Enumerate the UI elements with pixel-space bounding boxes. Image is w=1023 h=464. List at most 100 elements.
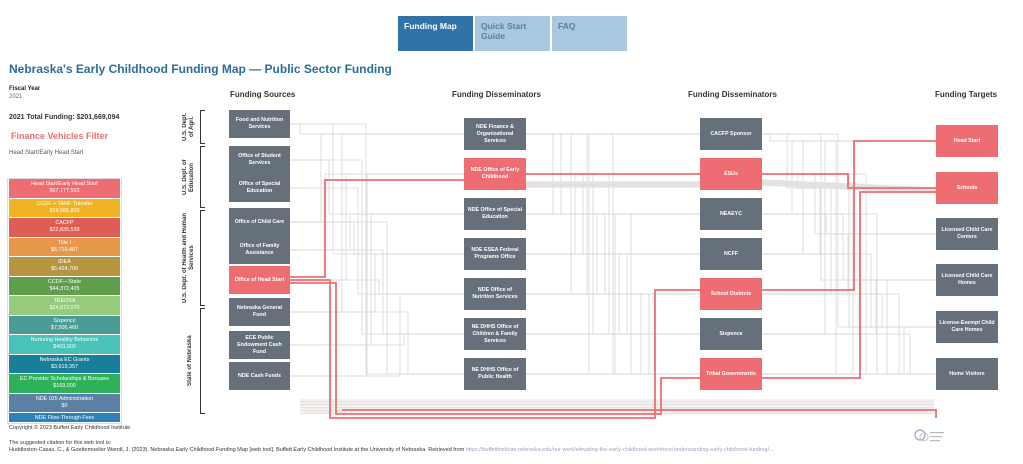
legend-item-label: Nebraska EC Grants [39, 356, 90, 363]
source-node[interactable]: Office of Student Services [229, 146, 290, 174]
tab-funding-map[interactable]: Funding Map [398, 16, 473, 51]
flow-line [290, 249, 464, 335]
disseminator-node[interactable]: School Districts [700, 278, 762, 310]
flow-line [762, 326, 936, 375]
flow-line [290, 159, 464, 215]
legend-item[interactable]: Nurturing Healthy Behaviors$400,000 [9, 335, 120, 354]
group-label-agri: U.S. Dept. of Agri. [182, 112, 195, 142]
legend-item[interactable]: CACFP$22,835,539 [9, 218, 120, 237]
disseminator-node[interactable]: NDE Office of Early Childhood [464, 158, 526, 190]
legend-item[interactable]: NDE Flow-Through Fees [9, 413, 120, 422]
filter-title: Finance Vehicles Filter [11, 131, 109, 141]
legend-item-label: TEEOSA [53, 298, 76, 304]
legend-item[interactable]: CCDF + TANF Transfer$19,566,820 [9, 198, 120, 217]
flow-line [290, 213, 464, 251]
disseminator-node[interactable]: NEAEYC [700, 198, 762, 230]
target-node[interactable]: Home Visitors [936, 358, 998, 390]
source-node[interactable]: Food and Nutrition Services [229, 110, 290, 138]
legend-item-amount: $400,000 [53, 344, 76, 350]
disseminator-node[interactable]: Sixpence [700, 318, 762, 350]
legend-item[interactable]: Title I$5,719,487 [9, 237, 120, 256]
legend-item-amount: $67,177,503 [49, 188, 80, 194]
flow-line [290, 123, 464, 255]
disseminator-node[interactable]: Tribal Governments [700, 358, 762, 390]
group-bracket-agri [200, 110, 205, 144]
legend-item-label: CACFP [55, 220, 74, 226]
target-node[interactable]: Schools [936, 172, 998, 204]
group-bracket-hhs [200, 210, 205, 306]
target-node[interactable]: Licensed Child Care Homes [936, 264, 998, 296]
tab-quick-start-guide[interactable]: Quick Start Guide [475, 16, 550, 51]
flow-line [762, 173, 936, 328]
legend-item-amount: $7,506,460 [51, 324, 78, 331]
disseminator-node[interactable]: NDE Office of Nutrition Services [464, 278, 526, 310]
disseminator-node[interactable]: NE DHHS Office of Children & Family Serv… [464, 318, 526, 350]
group-label-education: U.S. Dept. of Education [182, 159, 195, 195]
flow-line [290, 221, 464, 255]
disseminator-node[interactable]: NDE Office of Special Education [464, 198, 526, 230]
target-node[interactable]: Licensed Child Care Centers [936, 218, 998, 250]
legend-item-label: EC Provider Scholarships & Bonuses [20, 376, 109, 382]
legend-item[interactable]: EC Provider Scholarships & Bonuses$169,0… [9, 374, 120, 393]
group-label-state: State of Nebraska [187, 335, 193, 387]
legend-item-amount: $3,619,357 [51, 363, 78, 370]
flow-line [290, 311, 464, 375]
legend-item[interactable]: Nebraska EC Grants$3,619,357 [9, 354, 120, 373]
group-bracket-education [200, 146, 205, 208]
source-node[interactable]: ECE Public Endowment Cash Fund [229, 331, 290, 359]
legend-item-label: NDE Flow-Through Fees [34, 415, 95, 421]
legend-item-label: CCDF—State [48, 278, 81, 285]
flow-line [290, 133, 464, 313]
tab-faq[interactable]: FAQ [552, 16, 627, 51]
citation-link[interactable]: https://buffettinstitute.nebraska.edu/ou… [465, 447, 774, 453]
column-header-sources: Funding Sources [230, 90, 296, 99]
disseminator-node[interactable]: ESUs [700, 158, 762, 190]
filter-selected[interactable]: Head Start/Early Head Start [9, 150, 84, 156]
legend-item-label: Head Start/Early Head Start [31, 181, 98, 187]
legend-item[interactable]: Head Start/Early Head Start$67,177,503 [9, 179, 120, 198]
institute-logo-icon [914, 429, 944, 442]
fiscal-year-value[interactable]: 2021 [9, 94, 23, 100]
group-label-hhs: U.S. Dept. of Health and Human Services [182, 213, 195, 304]
legend-item-amount: $5,424,700 [51, 266, 78, 272]
flow-line [762, 333, 936, 375]
flow-band [761, 182, 937, 192]
target-node[interactable]: Head Start [936, 125, 998, 157]
legend-item-amount: $22,835,539 [49, 227, 80, 233]
highlight-flow [342, 409, 937, 418]
disseminator-node[interactable]: NDE Finance & Organizational Services [464, 118, 526, 150]
legend-item[interactable]: CCDF—State$44,372,405 [9, 276, 120, 295]
legend-item[interactable]: TEEOSA$24,872,070 [9, 296, 120, 315]
legend-item[interactable]: Sixpence$7,506,460 [9, 315, 120, 334]
highlight-flow [290, 282, 700, 415]
source-node[interactable]: Nebraska General Fund [229, 298, 290, 326]
flow-line [290, 159, 464, 335]
legend-item-amount: $19,566,820 [49, 207, 80, 214]
source-node[interactable]: Office of Head Start [229, 266, 290, 294]
target-node[interactable]: License-Exempt Child Care Homes [936, 311, 998, 343]
source-node[interactable]: NDE Cash Funds [229, 362, 290, 390]
flow-line [290, 187, 464, 295]
highlight-flow [762, 140, 936, 291]
flow-line [290, 133, 464, 223]
disseminator-node[interactable]: NDE ESEA Federal Programs Office [464, 238, 526, 270]
source-node[interactable]: Office of Child Care [229, 208, 290, 236]
legend-item-label: Nurturing Healthy Behaviors [30, 337, 99, 343]
legend-item-label: IDEA [58, 259, 71, 265]
disseminator-node[interactable]: CACFP Sponsor [700, 118, 762, 150]
flow-line [290, 173, 464, 189]
highlight-flow [290, 173, 700, 278]
legend-item[interactable]: NDE 025 Administration$0 [9, 393, 120, 412]
disseminator-node[interactable]: NE DHHS Office of Public Health [464, 358, 526, 390]
disseminator-node[interactable]: NCFF [700, 238, 762, 270]
source-node[interactable]: Office of Family Assistance [229, 236, 290, 264]
top-tab-bar: Funding Map Quick Start Guide FAQ [398, 16, 627, 51]
legend-item-label: Sixpence [53, 317, 76, 324]
highlight-flow [762, 191, 936, 379]
legend-item-amount: $169,000 [53, 383, 76, 389]
legend-item-amount: $24,872,070 [49, 305, 80, 311]
legend-item[interactable]: IDEA$5,424,700 [9, 257, 120, 276]
source-node[interactable]: Office of Special Education [229, 174, 290, 202]
